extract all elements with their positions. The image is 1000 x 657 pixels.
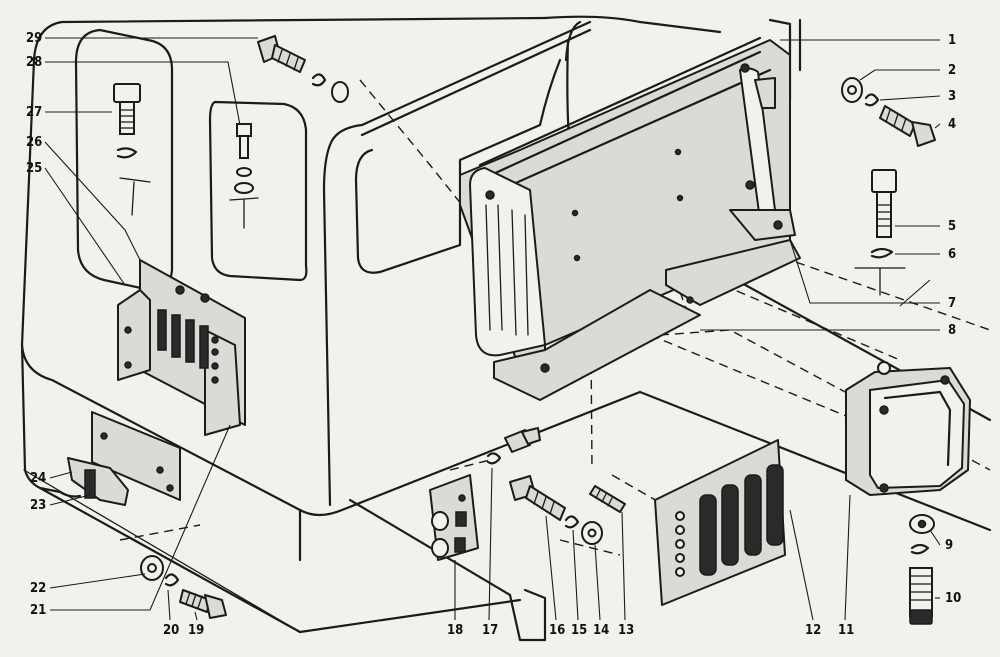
terminal-board (654, 439, 786, 606)
callout-22: 22 (30, 581, 46, 596)
relay-box (845, 361, 971, 496)
callout-7: 7 (948, 296, 956, 311)
battery-box-frame (459, 36, 801, 401)
callout-5: 5 (948, 219, 956, 234)
callout-3: 3 (948, 89, 956, 104)
callout-15: 15 (571, 623, 587, 638)
callout-26: 26 (26, 135, 42, 150)
callout-2: 2 (948, 63, 956, 78)
callout-4: 4 (948, 117, 956, 132)
leader-lines (44, 37, 941, 621)
callout-1: 1 (948, 33, 956, 48)
callout-21: 21 (30, 603, 46, 618)
callout-13: 13 (618, 623, 634, 638)
callout-labels: 1 2 3 4 5 6 7 8 9 10 11 12 13 14 15 16 1… (26, 31, 961, 638)
battery-switch (429, 474, 479, 561)
center-fasteners (486, 427, 626, 545)
callout-17: 17 (482, 623, 498, 638)
callout-16: 16 (549, 623, 565, 638)
callout-8: 8 (948, 323, 956, 338)
callout-20: 20 (163, 623, 179, 638)
callout-6: 6 (948, 247, 956, 262)
callout-18: 18 (447, 623, 463, 638)
lower-left-bracket (67, 411, 227, 619)
callout-25: 25 (26, 161, 42, 176)
callout-10: 10 (945, 591, 961, 606)
callout-27: 27 (26, 105, 42, 120)
callout-12: 12 (805, 623, 821, 638)
callout-24: 24 (30, 471, 46, 486)
callout-28: 28 (26, 55, 42, 70)
left-terminal-block (117, 259, 246, 436)
right-fasteners (841, 77, 936, 625)
callout-14: 14 (593, 623, 609, 638)
callout-19: 19 (188, 623, 204, 638)
callout-23: 23 (30, 498, 46, 513)
callout-29: 29 (26, 31, 42, 46)
left-fasteners (113, 35, 349, 229)
callout-9: 9 (945, 538, 953, 553)
callout-11: 11 (838, 623, 854, 638)
